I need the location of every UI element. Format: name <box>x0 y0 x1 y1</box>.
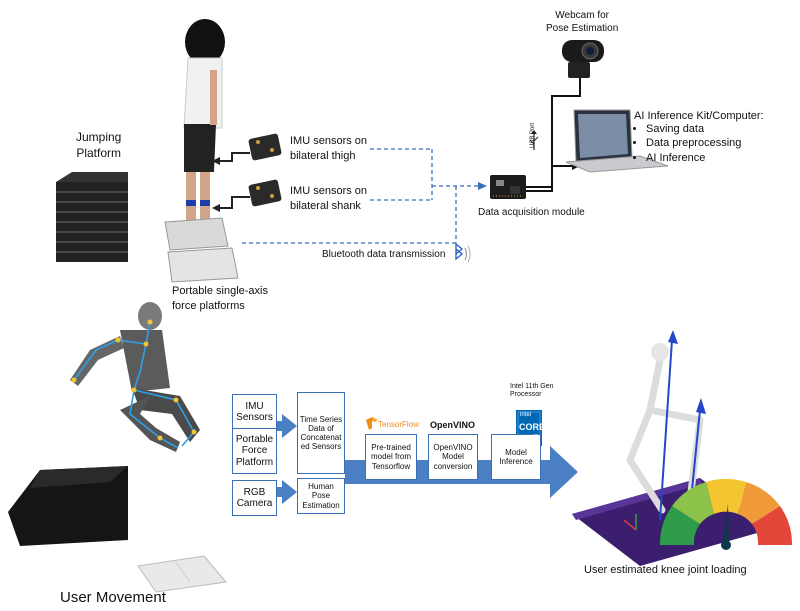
imu-sensors-box: IMU Sensors <box>232 394 277 430</box>
openvino-logo-text: OpenVINO <box>430 420 476 430</box>
webcam-label: Webcam for Pose Estimation <box>546 10 619 34</box>
jump-box-image <box>8 466 128 546</box>
pretrained-model-box: Pre-trained model from Tensorflow <box>365 434 417 480</box>
ai-kit-item: Data preprocessing <box>646 136 764 150</box>
ai-kit-title: AI Inference Kit/Computer: <box>634 110 764 122</box>
imu-thigh-label: IMU sensors on bilateral thigh <box>290 135 368 162</box>
force-platforms-label: Portable single-axis force platforms <box>172 285 268 312</box>
force-platform-image <box>164 217 239 283</box>
human-pose-box: Human Pose Estimation <box>297 478 345 514</box>
intel-badge-core-text: CORE <box>519 422 546 432</box>
usb-port-label: USB Port <box>530 122 536 148</box>
force-plate-bottom-image <box>137 555 227 593</box>
bluetooth-icon <box>455 242 471 263</box>
intel-processor-label: Intel 11th Gen Processor <box>510 383 554 399</box>
ai-kit-panel: AI Inference Kit/Computer: Saving data D… <box>634 110 764 165</box>
knee-load-gauge <box>659 478 793 550</box>
usb-icon <box>529 130 539 150</box>
daq-board-icon <box>490 175 526 199</box>
rgb-camera-box: RGB Camera <box>232 480 277 516</box>
bluetooth-label: Bluetooth data transmission <box>322 249 446 260</box>
ai-kit-list: Saving data Data preprocessing AI Infere… <box>634 122 764 165</box>
laptop-icon <box>565 109 669 173</box>
imu-sensor-thigh-icon <box>248 133 282 161</box>
imu-shank-label: IMU sensors on bilateral shank <box>290 185 368 212</box>
knee-loading-label: User estimated knee joint loading <box>584 564 747 576</box>
openvino-conversion-box: OpenVINO Model conversion <box>428 434 478 480</box>
jumping-platform-image <box>56 172 128 262</box>
data-lines <box>242 148 478 244</box>
user-movement-label: User Movement <box>60 589 166 606</box>
model-inference-box: Model Inference <box>491 434 541 480</box>
jumping-skeleton-image <box>70 302 200 452</box>
portable-force-box: Portable Force Platform <box>232 428 277 474</box>
tensorflow-logo-icon <box>366 417 378 430</box>
ai-kit-item: Saving data <box>646 122 764 136</box>
time-series-box: Time Series Data of Concatenat ed Sensor… <box>297 392 345 474</box>
intel-badge-i7-text: i7 <box>533 435 538 441</box>
tensorflow-logo-text: TensorFlow <box>378 420 419 429</box>
daq-label: Data acquisition module <box>478 207 585 218</box>
jumping-platform-label: Jumping Platform <box>76 130 122 160</box>
imu-sensor-shank-icon <box>248 179 282 207</box>
intel-badge-top-text: intel <box>520 412 532 418</box>
ai-kit-item: AI Inference <box>646 151 764 165</box>
webcam-icon <box>562 40 604 78</box>
